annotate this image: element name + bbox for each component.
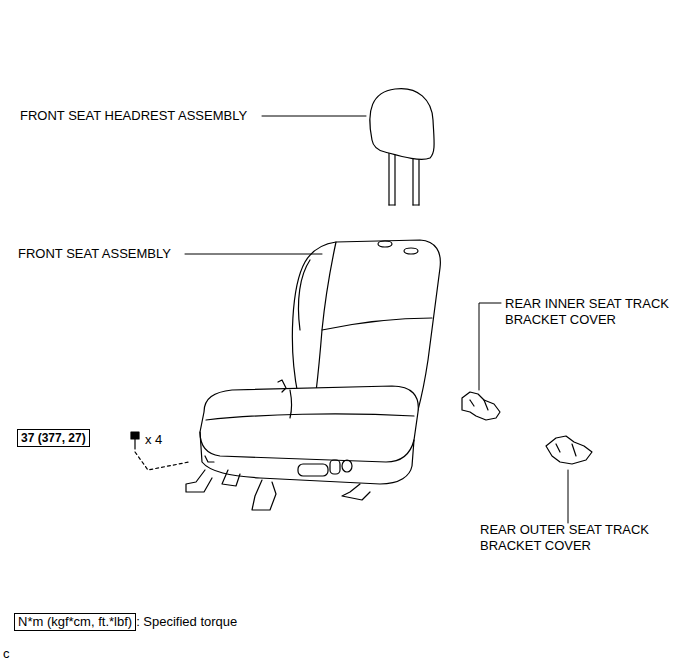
boxed-value: N*m (kgf*cm, ft.*lbf) [14,613,136,631]
cushion-drawing [200,386,418,484]
legend-text: : Specified torque [136,614,237,629]
boxed-value: 37 (377, 27) [17,429,90,447]
bolt-drawing [131,432,189,470]
torque-legend: N*m (kgf*cm, ft.*lbf): Specified torque [14,613,237,631]
part-name: REAR OUTER SEAT TRACK BRACKET COVER [480,522,670,554]
backrest-drawing [292,240,440,410]
figure-code: c [3,646,10,660]
part-name: REAR INNER SEAT TRACK BRACKET COVER [505,296,685,328]
outer-cover-drawing [546,436,592,464]
quantity-note: x 4 [145,432,162,448]
part-name: FRONT SEAT ASSEMBLY [18,246,171,262]
torque-box: 37 (377, 27) [17,429,90,447]
headrest-drawing [370,89,434,205]
inner-cover-drawing [462,392,500,420]
part-name: FRONT SEAT HEADREST ASSEMBLY [20,108,247,124]
seat-legs [186,380,370,510]
